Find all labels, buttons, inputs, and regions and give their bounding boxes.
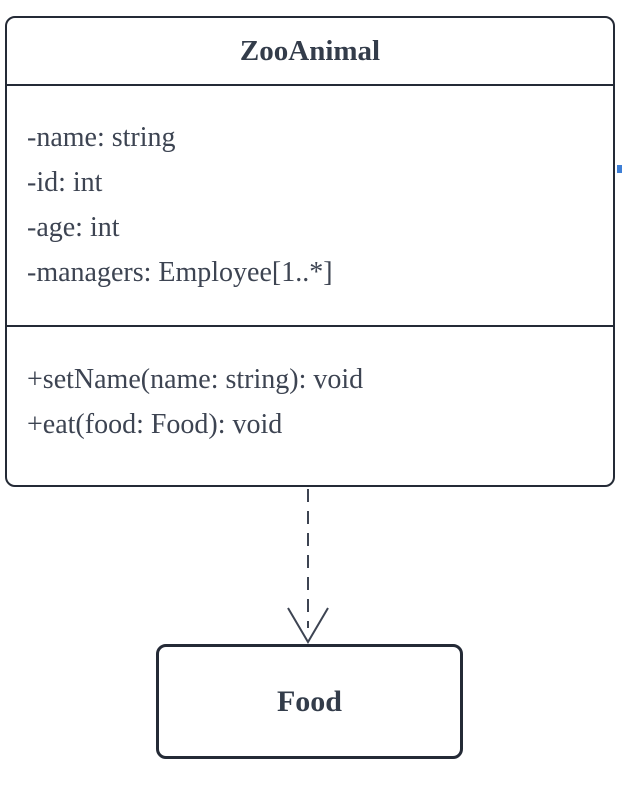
- method-setname: +setName(name: string): void: [27, 364, 364, 395]
- attribute-name: -name: string: [27, 122, 176, 153]
- class-title-zooanimal: ZooAnimal: [7, 18, 613, 86]
- method-eat: +eat(food: Food): void: [27, 409, 283, 440]
- class-title-food: Food: [276, 684, 342, 718]
- class-box-food[interactable]: Food: [156, 644, 463, 759]
- class-box-zooanimal[interactable]: ZooAnimal -name: string -id: int -age: i…: [5, 16, 615, 487]
- open-arrowhead-icon: [287, 607, 329, 644]
- attribute-managers: -managers: Employee[1..*]: [27, 257, 333, 288]
- attribute-id: -id: int: [27, 167, 103, 198]
- methods-compartment: +setName(name: string): void +eat(food: …: [7, 327, 613, 481]
- attributes-compartment: -name: string -id: int -age: int -manage…: [7, 86, 613, 327]
- selection-handle-icon: [617, 165, 622, 173]
- attribute-age: -age: int: [27, 212, 120, 243]
